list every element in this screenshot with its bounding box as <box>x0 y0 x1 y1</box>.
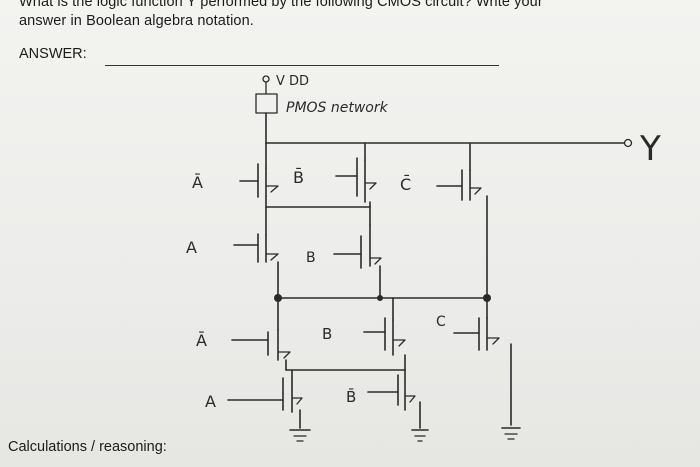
input-b-1: B <box>306 250 316 266</box>
input-b-bar-1: B̄ <box>293 168 304 187</box>
middle-node-rail <box>274 294 491 302</box>
input-c: C <box>436 314 446 330</box>
output-rail: Y <box>265 129 661 169</box>
answer-blank-line <box>105 65 499 66</box>
input-c-bar: C̄ <box>400 175 411 194</box>
answer-label: ANSWER: <box>19 46 87 62</box>
calculations-label: Calculations / reasoning: <box>8 439 167 455</box>
vdd-supply: V DD PMOS network <box>255 74 389 144</box>
input-b-2: B <box>322 325 332 343</box>
input-a-1: A <box>186 238 197 257</box>
nmos-network: Ā B C A <box>196 297 512 429</box>
pmos-network-label: PMOS network <box>286 100 389 116</box>
vdd-label: V DD <box>276 74 309 89</box>
ground-symbols <box>289 427 521 442</box>
input-b-bar-2: B̄ <box>346 387 356 406</box>
output-y-label: Y <box>639 129 661 169</box>
question-line-2: answer in Boolean algebra notation. <box>19 13 254 29</box>
input-a-bar-1: Ā <box>192 173 203 192</box>
input-a-bar-2: Ā <box>196 331 207 350</box>
question-line-1: What is the logic function Y performed b… <box>19 0 543 10</box>
pmos-network: Ā B̄ C̄ A <box>186 142 488 299</box>
input-a-2: A <box>205 392 216 411</box>
